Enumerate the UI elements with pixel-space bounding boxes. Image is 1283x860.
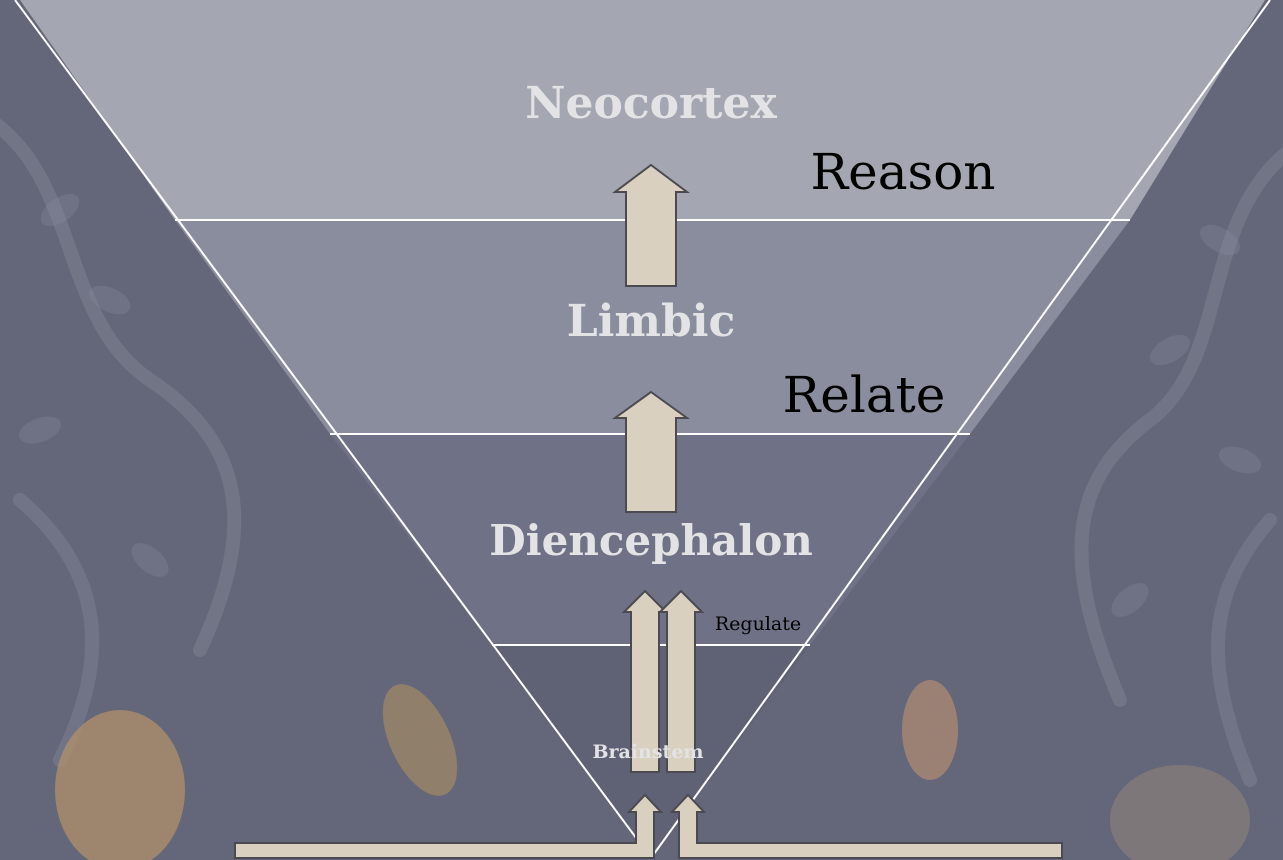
arrow-up-icon [615, 392, 687, 512]
regulate-label: Regulate [715, 613, 801, 635]
limbic-label: Limbic [567, 296, 735, 347]
input-arrow-left [235, 795, 661, 858]
diencephalon-label: Diencephalon [489, 516, 813, 565]
neocortex-label: Neocortex [525, 78, 777, 129]
relate-label: Relate [783, 366, 946, 424]
reason-label: Reason [810, 143, 995, 201]
brainstem-label: Brainstem [592, 741, 703, 763]
input-arrow-right [672, 795, 1062, 858]
arrow-up-icon [615, 165, 687, 286]
